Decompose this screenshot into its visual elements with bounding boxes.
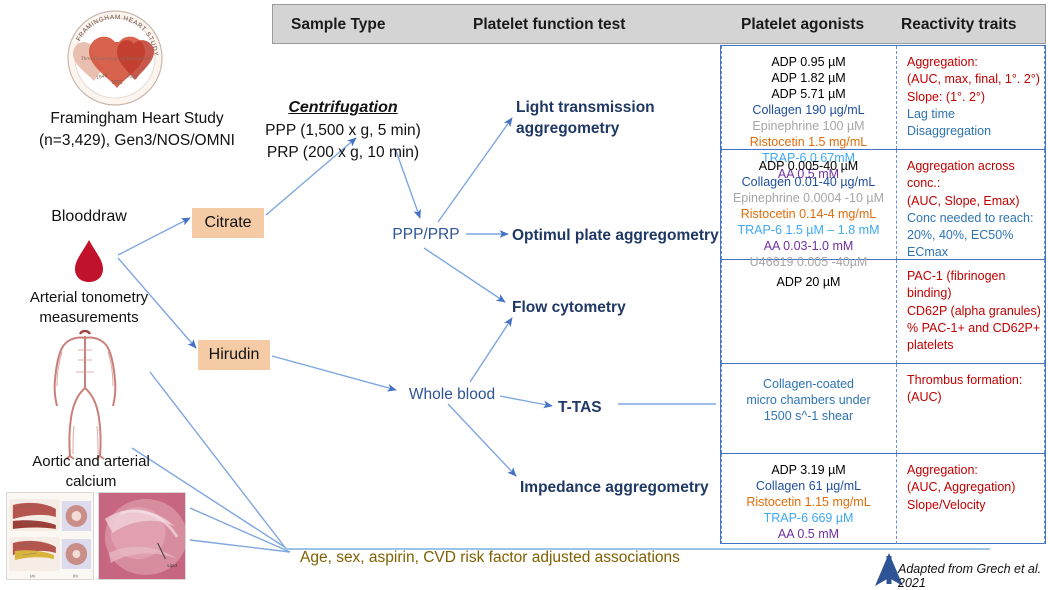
reactivity-traits-cell: PAC-1 (fibrinogen binding)CD62P (alpha g… <box>897 260 1045 363</box>
reactivity-traits-cell: Aggregation across conc.:(AUC, Slope, Em… <box>897 150 1045 259</box>
trait-line: Conc needed to reach: <box>907 210 1041 227</box>
svg-text:(b): (b) <box>73 573 78 578</box>
agonist-line: TRAP-6 669 µM <box>721 510 896 526</box>
hirudin-box[interactable]: Hirudin <box>198 340 270 370</box>
trait-line: (AUC, Aggregation) <box>907 479 1041 496</box>
artery-diagram-image: (a) (b) <box>6 492 94 580</box>
trait-line: (AUC) <box>907 389 1041 406</box>
trait-line: CD62P (alpha granules) <box>907 303 1041 320</box>
trait-line: 20%, 40%, EC50% <box>907 227 1041 244</box>
trait-line: Thrombus formation: <box>907 372 1041 389</box>
tonometry-line2: measurements <box>4 308 174 328</box>
agonist-line: Ristocetin 1.15 mg/mL <box>721 494 896 510</box>
study-caption: Framingham Heart Study (n=3,429), Gen3/N… <box>22 108 252 153</box>
header-sample-type: Sample Type <box>291 5 385 45</box>
citrate-box[interactable]: Citrate <box>192 208 264 238</box>
agonist-line: ADP 20 µM <box>721 274 896 290</box>
agonists-cell: Collagen-coatedmicro chambers under1500 … <box>721 364 897 453</box>
svg-text:(a): (a) <box>30 573 35 578</box>
agonist-line: TRAP-6 1.5 µM – 1.8 mM <box>721 222 896 238</box>
agonist-line: Epinephrine 100 µM <box>721 118 896 134</box>
study-caption-line2: (n=3,429), Gen3/NOS/OMNI <box>22 130 252 152</box>
trait-line: PAC-1 (fibrinogen binding) <box>907 268 1041 303</box>
agonist-line: AA 0.03-1.0 mM <box>721 238 896 254</box>
trait-line: Disaggregation <box>907 123 1041 140</box>
reactivity-traits-cell: Aggregation:(AUC, max, final, 1°. 2°)Slo… <box>897 46 1045 149</box>
trait-line: (AUC, max, final, 1°. 2°) <box>907 71 1041 88</box>
trait-line: platelets <box>907 337 1041 354</box>
agonist-line: ADP 0.005-40 µM <box>721 158 896 174</box>
footer-banner-text: Age, sex, aspirin, CVD risk factor adjus… <box>300 549 740 567</box>
study-caption-line1: Framingham Heart Study <box>22 108 252 130</box>
agonist-line: ADP 3.19 µM <box>721 462 896 478</box>
agonists-cell: ADP 0.005-40 µMCollagen 0.01-40 µg/mLEpi… <box>721 150 897 259</box>
agonist-line: Collagen 61 µg/mL <box>721 478 896 494</box>
summary-table: Sample Type Platelet function test Plate… <box>272 4 1046 544</box>
blooddraw-label: Blooddraw <box>24 208 154 226</box>
tonometry-line1: Arterial tonometry <box>4 288 174 308</box>
framingham-logo: Three Generations of Dedication 1948 197… <box>60 8 170 108</box>
agonist-line: micro chambers under <box>721 392 896 408</box>
calcium-label: Aortic and arterial calcium <box>6 452 176 493</box>
header-platelet-function-test: Platelet function test <box>473 5 625 45</box>
svg-text:Lipid: Lipid <box>167 563 177 568</box>
agonist-line: ADP 1.82 µM <box>721 70 896 86</box>
agonist-line: ADP 5.71 µM <box>721 86 896 102</box>
attribution-text: Adapted from Grech et al. 2021 <box>898 562 1050 590</box>
reactivity-traits-cell: Thrombus formation:(AUC) <box>897 364 1045 453</box>
calcium-line1: Aortic and arterial <box>6 452 176 472</box>
histology-image: Lipid <box>98 492 186 580</box>
table-header-row: Sample Type Platelet function test Plate… <box>272 4 1046 44</box>
agonist-line: Collagen-coated <box>721 376 896 392</box>
agonist-line: Collagen 190 µg/mL <box>721 102 896 118</box>
trait-line: % PAC-1+ and CD62P+ <box>907 320 1041 337</box>
table-row: ADP 0.005-40 µMCollagen 0.01-40 µg/mLEpi… <box>721 150 1045 260</box>
trait-line: Aggregation: <box>907 54 1041 71</box>
agonist-line: Epinephrine 0.0004 -10 µM <box>721 190 896 206</box>
trait-line: ECmax <box>907 244 1041 261</box>
table-row: ADP 20 µMPAC-1 (fibrinogen binding)CD62P… <box>721 260 1045 364</box>
trait-line: Aggregation: <box>907 462 1041 479</box>
agonist-line: 1500 s^-1 shear <box>721 408 896 424</box>
tonometry-label: Arterial tonometry measurements <box>4 288 174 329</box>
calcium-line2: calcium <box>6 472 176 492</box>
agonist-line: ADP 0.95 µM <box>721 54 896 70</box>
trait-line: (AUC, Slope, Emax) <box>907 193 1041 210</box>
trait-line: Lag time <box>907 106 1041 123</box>
agonist-line: AA 0.5 mM <box>721 526 896 542</box>
svg-text:1971: 1971 <box>111 80 122 86</box>
agonists-cell: ADP 0.95 µMADP 1.82 µMADP 5.71 µMCollage… <box>721 46 897 149</box>
trait-line: Aggregation across conc.: <box>907 158 1041 193</box>
calcium-images: (a) (b) Lipid <box>6 492 186 580</box>
blood-drop-icon <box>72 238 106 284</box>
svg-text:Three Generations of Dedicatio: Three Generations of Dedication <box>81 55 150 62</box>
trait-line: Slope/Velocity <box>907 497 1041 514</box>
header-platelet-agonists: Platelet agonists <box>741 5 864 45</box>
agonist-line: Ristocetin 1.5 mg/mL <box>721 134 896 150</box>
agonists-cell: ADP 20 µM <box>721 260 897 363</box>
agonist-line: Ristocetin 0.14-4 mg/mL <box>721 206 896 222</box>
header-reactivity-traits: Reactivity traits <box>901 5 1016 45</box>
arterial-tree-figure <box>40 330 130 460</box>
reactivity-traits-cell: Aggregation:(AUC, Aggregation)Slope/Velo… <box>897 454 1045 544</box>
table-row: Collagen-coatedmicro chambers under1500 … <box>721 364 1045 454</box>
table-row: ADP 3.19 µMCollagen 61 µg/mLRistocetin 1… <box>721 454 1045 544</box>
agonist-line: Collagen 0.01-40 µg/mL <box>721 174 896 190</box>
table-body: ADP 0.95 µMADP 1.82 µMADP 5.71 µMCollage… <box>720 45 1046 544</box>
trait-line: Slope: (1°. 2°) <box>907 89 1041 106</box>
table-row: ADP 0.95 µMADP 1.82 µMADP 5.71 µMCollage… <box>721 46 1045 150</box>
agonists-cell: ADP 3.19 µMCollagen 61 µg/mLRistocetin 1… <box>721 454 897 544</box>
